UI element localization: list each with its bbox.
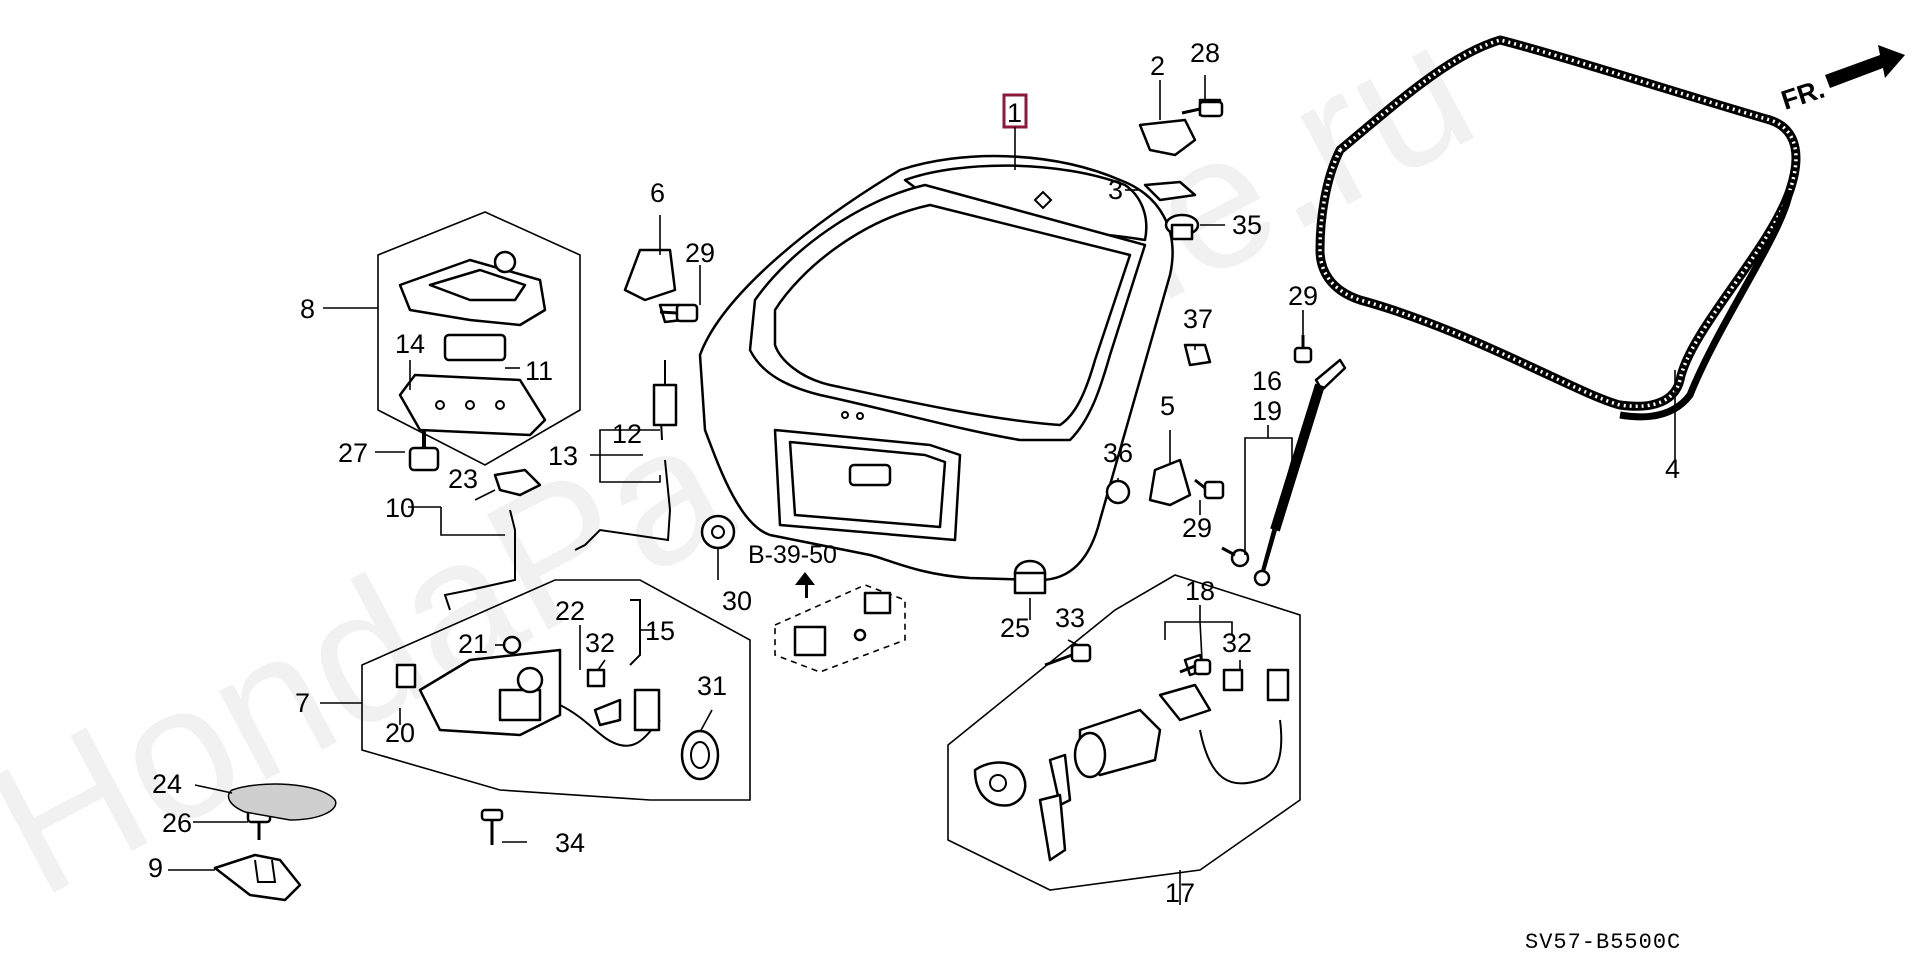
callout-13[interactable]: 13 — [548, 441, 578, 471]
callout-35[interactable]: 35 — [1232, 210, 1262, 240]
callout-2[interactable]: 2 — [1150, 51, 1165, 81]
callout-31[interactable]: 31 — [697, 671, 727, 701]
callout-8[interactable]: 8 — [300, 294, 315, 324]
callout-25[interactable]: 25 — [1000, 613, 1030, 643]
bolt-29-bracket[interactable] — [1194, 478, 1225, 500]
callout-9[interactable]: 9 — [148, 853, 163, 883]
callout-1[interactable]: 1 — [1007, 98, 1022, 128]
callout-18[interactable]: 18 — [1185, 576, 1215, 606]
hinge-6[interactable] — [623, 248, 684, 324]
callout-5[interactable]: 5 — [1160, 391, 1175, 421]
striker-9[interactable] — [213, 853, 302, 902]
bolt-29-stay[interactable] — [1293, 335, 1313, 364]
callout-36[interactable]: 36 — [1103, 438, 1133, 468]
reference-arrow — [795, 572, 815, 598]
handle-assembly[interactable] — [398, 250, 547, 437]
direction-label: FR. — [1778, 74, 1829, 116]
callout-28[interactable]: 28 — [1190, 38, 1220, 68]
callout-26[interactable]: 26 — [162, 808, 192, 838]
latch-assembly[interactable] — [395, 635, 720, 781]
callout-27[interactable]: 27 — [338, 438, 368, 468]
reference-frame — [774, 584, 906, 673]
callout-14[interactable]: 14 — [395, 329, 425, 359]
callout-33[interactable]: 33 — [1055, 603, 1085, 633]
callout-21[interactable]: 21 — [458, 629, 488, 659]
rod-end-12[interactable] — [652, 360, 678, 427]
rod-15[interactable] — [629, 599, 641, 666]
callout-16[interactable]: 16 — [1252, 366, 1282, 396]
callout-19[interactable]: 19 — [1252, 396, 1282, 426]
callout-24[interactable]: 24 — [152, 769, 182, 799]
screw-34[interactable] — [480, 808, 504, 845]
callout-32-latch[interactable]: 32 — [585, 628, 615, 658]
weatherstrip[interactable] — [1315, 35, 1801, 421]
gas-stay[interactable] — [1253, 358, 1347, 587]
tailgate[interactable] — [698, 154, 1174, 582]
reference-label[interactable]: B-39-50 — [748, 541, 837, 569]
leader-lines — [168, 75, 1676, 905]
bumper-37[interactable] — [1183, 343, 1212, 367]
callout-17[interactable]: 17 — [1165, 878, 1195, 908]
group-frame-8 — [377, 211, 581, 466]
callout-29-hinge[interactable]: 29 — [685, 238, 715, 268]
cover-24[interactable] — [227, 783, 337, 821]
lock-rod-10[interactable] — [443, 509, 516, 611]
front-direction-arrow — [1825, 45, 1905, 88]
callout-32-cylinder[interactable]: 32 — [1222, 628, 1252, 658]
shim-3[interactable] — [1143, 180, 1197, 202]
bolt-28[interactable] — [1181, 100, 1224, 118]
callout-30[interactable]: 30 — [722, 586, 752, 616]
callout-6[interactable]: 6 — [650, 178, 665, 208]
callout-12[interactable]: 12 — [612, 419, 642, 449]
bumper-35[interactable] — [1164, 213, 1200, 241]
bolt-27[interactable] — [408, 430, 440, 472]
callout-37[interactable]: 37 — [1183, 304, 1213, 334]
callouts: 1 2 28 3 35 4 6 29 29 37 16 19 5 36 29 8… — [148, 38, 1680, 908]
bolt-29-lower[interactable] — [1221, 546, 1250, 568]
callout-29-stay[interactable]: 29 — [1288, 281, 1318, 311]
callout-11[interactable]: 11 — [525, 356, 553, 386]
callout-7[interactable]: 7 — [295, 688, 310, 718]
callout-20[interactable]: 20 — [385, 718, 415, 748]
group-frame-7 — [361, 579, 751, 801]
callout-29-bracket[interactable]: 29 — [1182, 513, 1212, 543]
callout-22[interactable]: 22 — [555, 596, 585, 626]
callout-34[interactable]: 34 — [555, 828, 585, 858]
callout-3[interactable]: 3 — [1108, 175, 1123, 205]
bracket-5[interactable] — [1148, 458, 1192, 507]
grommet-30[interactable] — [700, 514, 736, 550]
callout-23[interactable]: 23 — [448, 464, 478, 494]
bolt-18[interactable] — [1179, 658, 1212, 676]
drawing-code: SV57-B5500C — [1525, 930, 1681, 955]
callout-10[interactable]: 10 — [385, 493, 415, 523]
bolt-29-hinge[interactable] — [659, 303, 699, 323]
group-frame-17 — [947, 574, 1301, 891]
stopper-36[interactable] — [1105, 479, 1131, 505]
plug-25[interactable] — [1013, 559, 1047, 595]
bolt-33[interactable] — [1044, 643, 1092, 667]
rod-clip-23[interactable] — [493, 468, 542, 497]
reference-part — [793, 591, 892, 657]
callout-15[interactable]: 15 — [645, 616, 675, 646]
callout-4[interactable]: 4 — [1665, 454, 1680, 484]
